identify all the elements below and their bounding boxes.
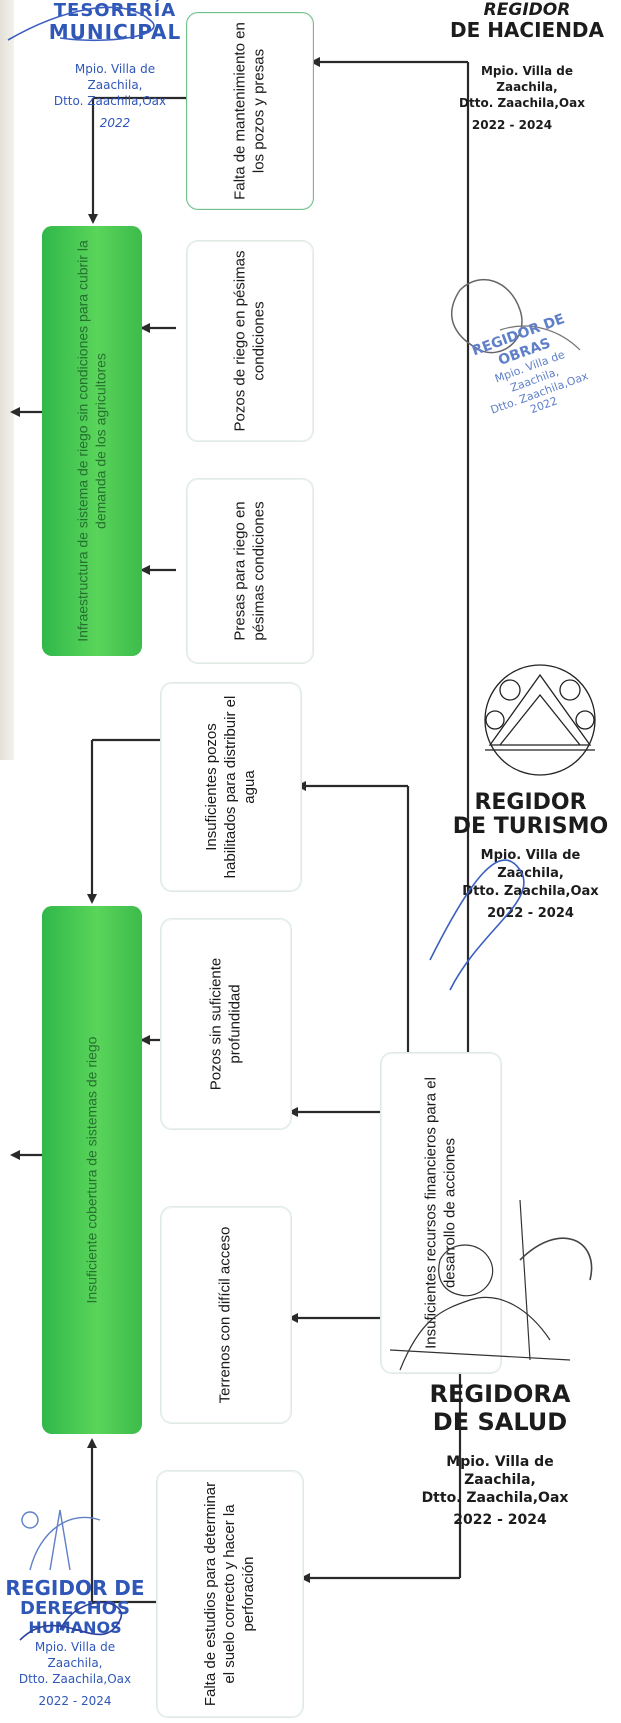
signature-derechos xyxy=(20,1603,121,1641)
signature-salud xyxy=(520,1238,592,1280)
signature-tesoreria xyxy=(8,7,154,40)
signature-turismo xyxy=(430,860,524,990)
